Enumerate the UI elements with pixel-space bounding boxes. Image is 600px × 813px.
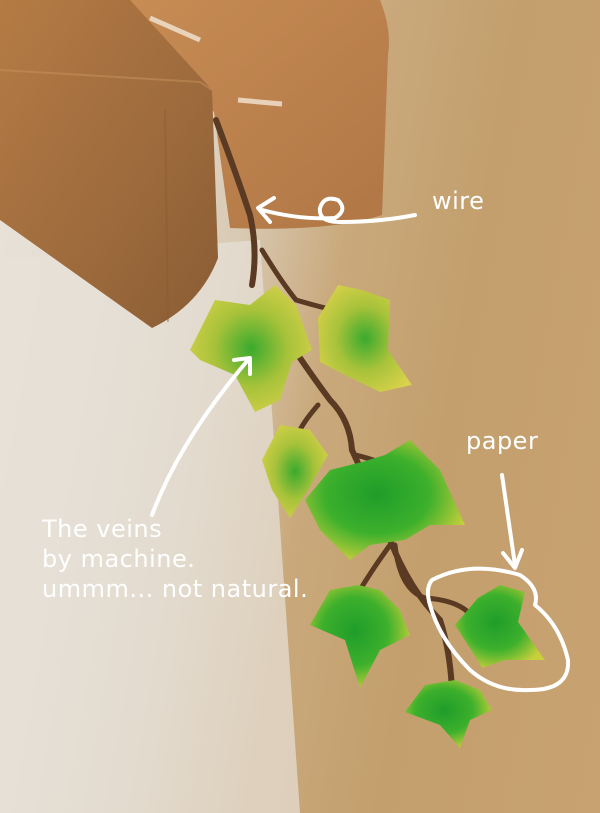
- veins-arrow: [150, 358, 250, 517]
- annotation-veins-line2: by machine.: [42, 545, 196, 573]
- wooden-block-front: [0, 0, 218, 328]
- annotation-strokes: [150, 196, 571, 693]
- paper-circle: [425, 566, 571, 693]
- paper-arrow: [500, 473, 517, 567]
- wire-arrow: [260, 196, 417, 224]
- annotation-veins: The veins by machine. ummm... not natura…: [42, 514, 308, 604]
- ivy-leaves: [190, 285, 545, 748]
- annotation-wire: wire: [432, 187, 485, 215]
- annotation-paper: paper: [466, 427, 539, 455]
- annotation-veins-line1: The veins: [42, 515, 163, 543]
- annotation-veins-line3: ummm... not natural.: [42, 575, 309, 603]
